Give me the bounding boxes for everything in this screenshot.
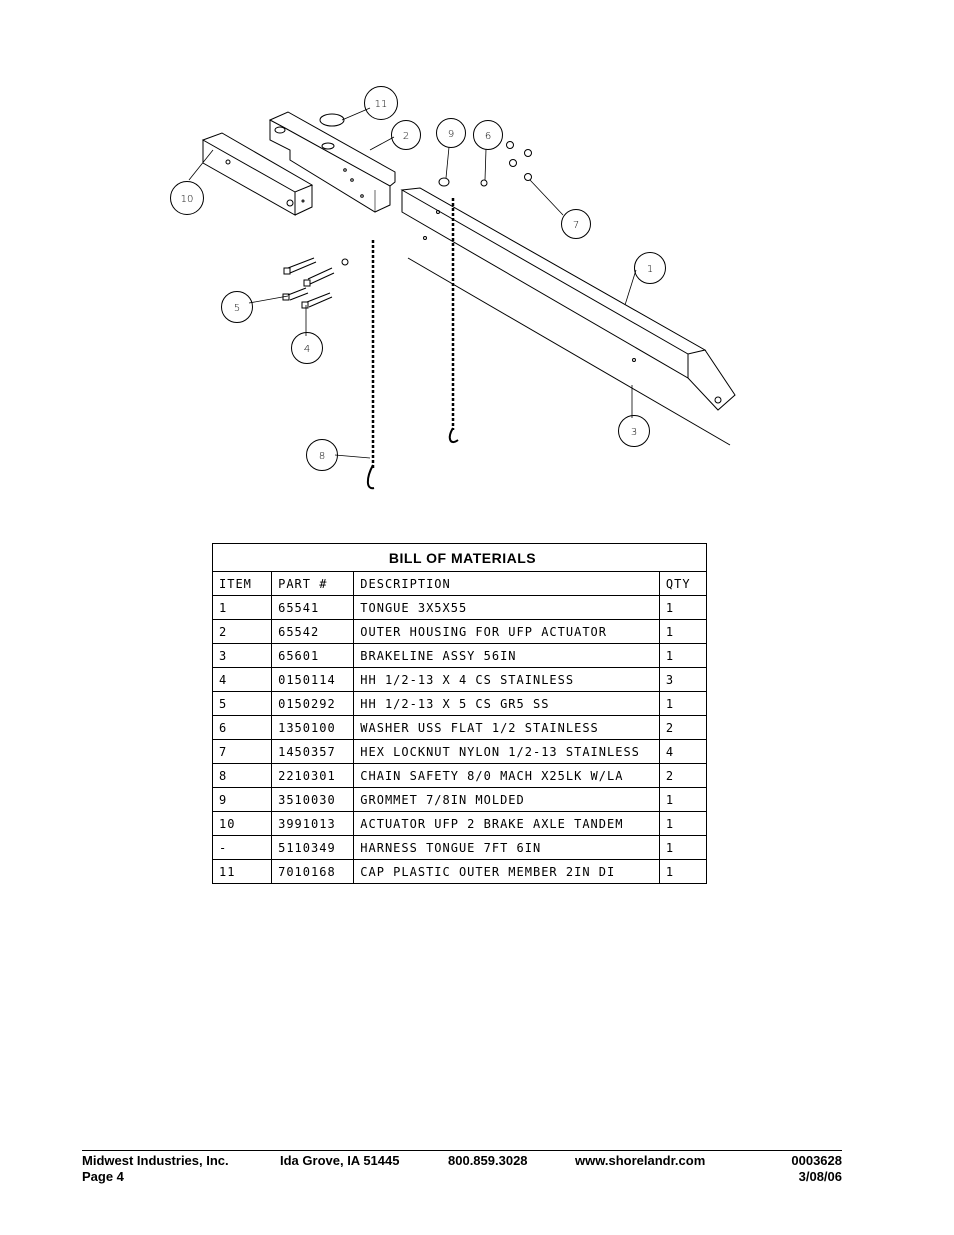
bom-cell-qty: 2 [658,763,708,788]
bom-cell-part-number: 2210301 [271,763,355,788]
col-header-description: DESCRIPTION [353,571,660,596]
bom-cell-part-number: 3991013 [271,811,355,836]
bom-cell-qty: 2 [658,715,708,740]
bom-cell-item: 9 [211,787,273,812]
bom-cell-qty: 1 [658,787,708,812]
bom-cell-qty: 4 [658,739,708,764]
bom-header-row: ITEM PART # DESCRIPTION QTY [211,571,708,596]
bom-cell-qty: 1 [658,619,708,644]
chains-part [371,198,455,470]
bom-cell-part-number: 0150114 [271,667,355,692]
bom-cell-description: HARNESS TONGUE 7FT 6IN [353,835,660,860]
callout-2: 2 [391,120,421,150]
bom-cell-qty: 3 [658,667,708,692]
bill-of-materials-table: BILL OF MATERIALS ITEM PART # DESCRIPTIO… [211,543,708,884]
bom-cell-part-number: 65601 [271,643,355,668]
callout-10: 10 [170,181,204,215]
bom-cell-item: 1 [211,595,273,620]
callout-7: 7 [561,209,591,239]
bom-cell-description: ACTUATOR UFP 2 BRAKE AXLE TANDEM [353,811,660,836]
actuator-part [201,132,314,216]
bom-cell-item: - [211,835,273,860]
footer-location: Ida Grove, IA 51445 [280,1153,400,1168]
bom-cell-part-number: 0150292 [271,691,355,716]
bolts-part [282,257,349,309]
bom-cell-part-number: 7010168 [271,859,355,884]
bom-cell-item: 11 [211,859,273,884]
bom-cell-description: HEX LOCKNUT NYLON 1/2-13 STAINLESS [353,739,660,764]
bom-cell-item: 5 [211,691,273,716]
bom-cell-item: 7 [211,739,273,764]
locknuts-part [506,141,532,181]
page-footer: Midwest Industries, Inc. Ida Grove, IA 5… [82,1150,842,1184]
bom-cell-part-number: 65542 [271,619,355,644]
bom-cell-part-number: 1350100 [271,715,355,740]
bom-cell-qty: 1 [658,595,708,620]
footer-date: 3/08/06 [798,1169,842,1184]
bom-cell-description: BRAKELINE ASSY 56IN [353,643,660,668]
bom-cell-part-number: 1450357 [271,739,355,764]
bom-cell-description: HH 1/2-13 X 4 CS STAINLESS [353,667,660,692]
bom-cell-item: 8 [211,763,273,788]
bom-cell-qty: 1 [658,811,708,836]
bom-cell-item: 2 [211,619,273,644]
bom-cell-description: CHAIN SAFETY 8/0 MACH X25LK W/LA [353,763,660,788]
footer-phone: 800.859.3028 [448,1153,528,1168]
exploded-parts-diagram [150,80,770,500]
grommet-part [438,177,450,187]
cap-part [319,113,345,127]
washer-part [480,179,488,187]
bom-cell-part-number: 5110349 [271,835,355,860]
bom-cell-qty: 1 [658,835,708,860]
bom-cell-description: HH 1/2-13 X 5 CS GR5 SS [353,691,660,716]
outer-housing-part [268,111,396,213]
footer-company: Midwest Industries, Inc. [82,1153,229,1168]
bom-cell-qty: 1 [658,691,708,716]
callout-9: 9 [436,118,466,148]
callout-8: 8 [306,439,338,471]
callout-11: 11 [364,86,398,120]
col-header-qty: QTY [658,571,708,596]
footer-website: www.shorelandr.com [575,1153,706,1168]
bom-cell-part-number: 65541 [271,595,355,620]
brakeline-part [407,257,731,446]
tongue-part [400,187,736,411]
bom-cell-part-number: 3510030 [271,787,355,812]
col-header-part: PART # [271,571,355,596]
bom-title: BILL OF MATERIALS [212,543,707,572]
bom-cell-item: 3 [211,643,273,668]
bom-cell-description: TONGUE 3X5X55 [353,595,660,620]
bom-cell-item: 4 [211,667,273,692]
callout-3: 3 [618,415,650,447]
bom-cell-description: OUTER HOUSING FOR UFP ACTUATOR [353,619,660,644]
callout-4: 4 [291,332,323,364]
bom-cell-item: 10 [211,811,273,836]
footer-doc-number: 0003628 [791,1153,842,1168]
bom-cell-description: GROMMET 7/8IN MOLDED [353,787,660,812]
bom-cell-qty: 1 [658,859,708,884]
bom-cell-description: WASHER USS FLAT 1/2 STAINLESS [353,715,660,740]
col-header-item: ITEM [211,571,273,596]
bom-cell-description: CAP PLASTIC OUTER MEMBER 2IN DI [353,859,660,884]
callout-5: 5 [221,291,253,323]
callout-1: 1 [634,252,666,284]
bom-cell-item: 6 [211,715,273,740]
callout-6: 6 [473,120,503,150]
bom-cell-qty: 1 [658,643,708,668]
footer-page: Page 4 [82,1169,124,1184]
